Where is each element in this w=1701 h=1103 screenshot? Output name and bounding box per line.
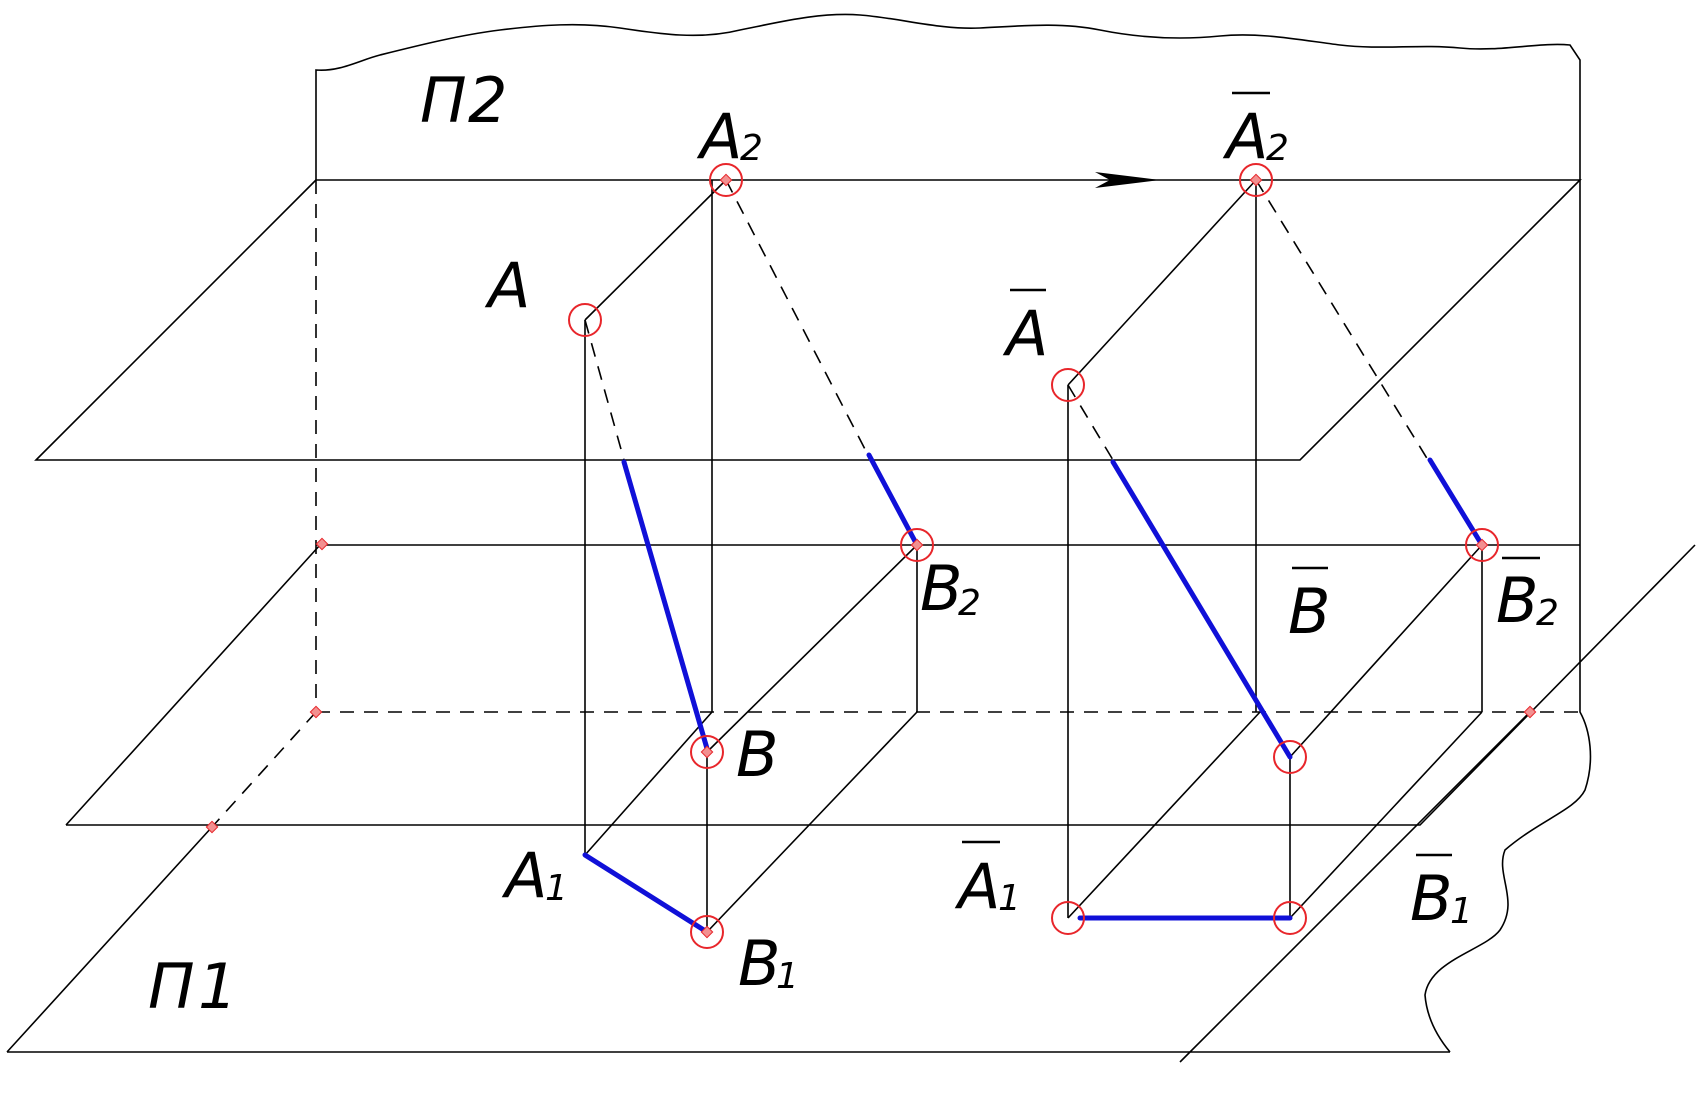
marker-b1-bar bbox=[1273, 901, 1307, 935]
point-plane-corner-3 bbox=[205, 820, 219, 834]
point-b2 bbox=[910, 538, 924, 552]
left-hidden-diagonal bbox=[211, 711, 317, 828]
line-axis-b1bar bbox=[1289, 711, 1483, 919]
line-a-b-dashed bbox=[584, 319, 625, 461]
label-b1-base: B bbox=[738, 927, 781, 1000]
label-b2-bar: B 2 bbox=[1496, 556, 1559, 637]
point-plane-corner-4 bbox=[1523, 705, 1537, 719]
label-a2: A 2 bbox=[696, 100, 763, 173]
label-a2-bar-base: A bbox=[1222, 100, 1268, 173]
label-a1-bar: A 1 bbox=[954, 840, 1021, 923]
point-a2-bar bbox=[1249, 173, 1263, 187]
marker-a1-bar bbox=[1051, 901, 1085, 935]
marker-a bbox=[568, 303, 602, 337]
label-a2-bar-index: 2 bbox=[1266, 128, 1289, 169]
middle-plane-left-edge bbox=[65, 544, 321, 826]
point-plane-corner-2 bbox=[309, 705, 323, 719]
marker-b1 bbox=[690, 915, 724, 949]
point-b1 bbox=[700, 925, 714, 939]
label-a2-bar: A 2 bbox=[1222, 91, 1289, 173]
label-plane-frontal: П 2 bbox=[420, 64, 507, 137]
label-a1-base: A bbox=[501, 839, 547, 912]
plane-horizontal-index: 1 bbox=[198, 950, 237, 1023]
frontal-plane-outline bbox=[315, 13, 1592, 1053]
label-b2-index: 2 bbox=[958, 583, 981, 624]
point-b2-bar bbox=[1475, 538, 1489, 552]
plane-frontal-index: 2 bbox=[468, 64, 507, 137]
label-b2-bar-index: 2 bbox=[1536, 593, 1559, 634]
label-plane-horizontal: П 1 bbox=[148, 950, 237, 1023]
label-b1-index: 1 bbox=[776, 956, 799, 997]
label-a: A bbox=[484, 249, 530, 322]
segment-a2bar-b2bar bbox=[1427, 457, 1485, 548]
label-a2-index: 2 bbox=[740, 128, 763, 169]
label-b2-base: B bbox=[920, 552, 963, 625]
label-b-bar: B bbox=[1288, 566, 1331, 648]
segment-abar-bbar bbox=[1110, 459, 1293, 760]
segment-ab-upper bbox=[621, 459, 711, 755]
line-a2bar-b2bar-dashed bbox=[1255, 179, 1429, 461]
label-b-bar-text: B bbox=[1288, 575, 1331, 648]
label-b2-bar-base: B bbox=[1496, 564, 1539, 637]
label-a1-bar-index: 1 bbox=[998, 878, 1021, 919]
line-b2bar-bbar bbox=[1289, 544, 1483, 758]
label-b1-bar-index: 1 bbox=[1450, 891, 1473, 932]
line-axis-a1bar bbox=[1067, 711, 1261, 919]
direction-arrow-icon bbox=[1095, 172, 1160, 188]
marker-b2-bar bbox=[1465, 528, 1499, 562]
label-a-bar-text: A bbox=[1002, 297, 1048, 370]
label-a2-base: A bbox=[696, 100, 742, 173]
line-a2bar-abar bbox=[1067, 179, 1257, 386]
label-b1-bar: B 1 bbox=[1410, 853, 1473, 935]
line-axis-b1 bbox=[706, 711, 918, 933]
point-b bbox=[700, 745, 714, 759]
label-b: B bbox=[736, 718, 779, 791]
label-b1: B 1 bbox=[738, 927, 799, 1000]
marker-a2-bar bbox=[1239, 163, 1273, 197]
segment-a1b1 bbox=[582, 852, 710, 935]
line-b2-b bbox=[706, 544, 918, 753]
marker-b-bar bbox=[1273, 740, 1307, 774]
label-a1-index: 1 bbox=[545, 868, 568, 909]
label-b2: B 2 bbox=[920, 552, 981, 625]
point-plane-corner-1 bbox=[315, 537, 329, 551]
left-lower-edge bbox=[6, 826, 213, 1053]
line-b-axis bbox=[584, 711, 713, 856]
label-a-bar: A bbox=[1002, 288, 1048, 370]
plane-frontal-letter: П bbox=[420, 64, 467, 137]
point-a2 bbox=[719, 173, 733, 187]
line-a2-b2-dashed bbox=[725, 179, 869, 456]
upper-plane bbox=[34, 179, 1582, 461]
line-abar-dashed bbox=[1067, 384, 1114, 461]
line-a2-a bbox=[584, 179, 727, 321]
middle-plane bbox=[66, 544, 1696, 826]
marker-b2 bbox=[900, 528, 934, 562]
marker-a2 bbox=[709, 163, 743, 197]
label-a1-bar-base: A bbox=[954, 850, 1000, 923]
right-lower-edge bbox=[1179, 711, 1531, 1063]
label-b1-bar-base: B bbox=[1410, 862, 1453, 935]
plane-horizontal-letter: П bbox=[148, 950, 195, 1023]
marker-a-bar bbox=[1051, 368, 1085, 402]
label-a1: A 1 bbox=[501, 839, 568, 912]
marker-b bbox=[690, 735, 724, 769]
